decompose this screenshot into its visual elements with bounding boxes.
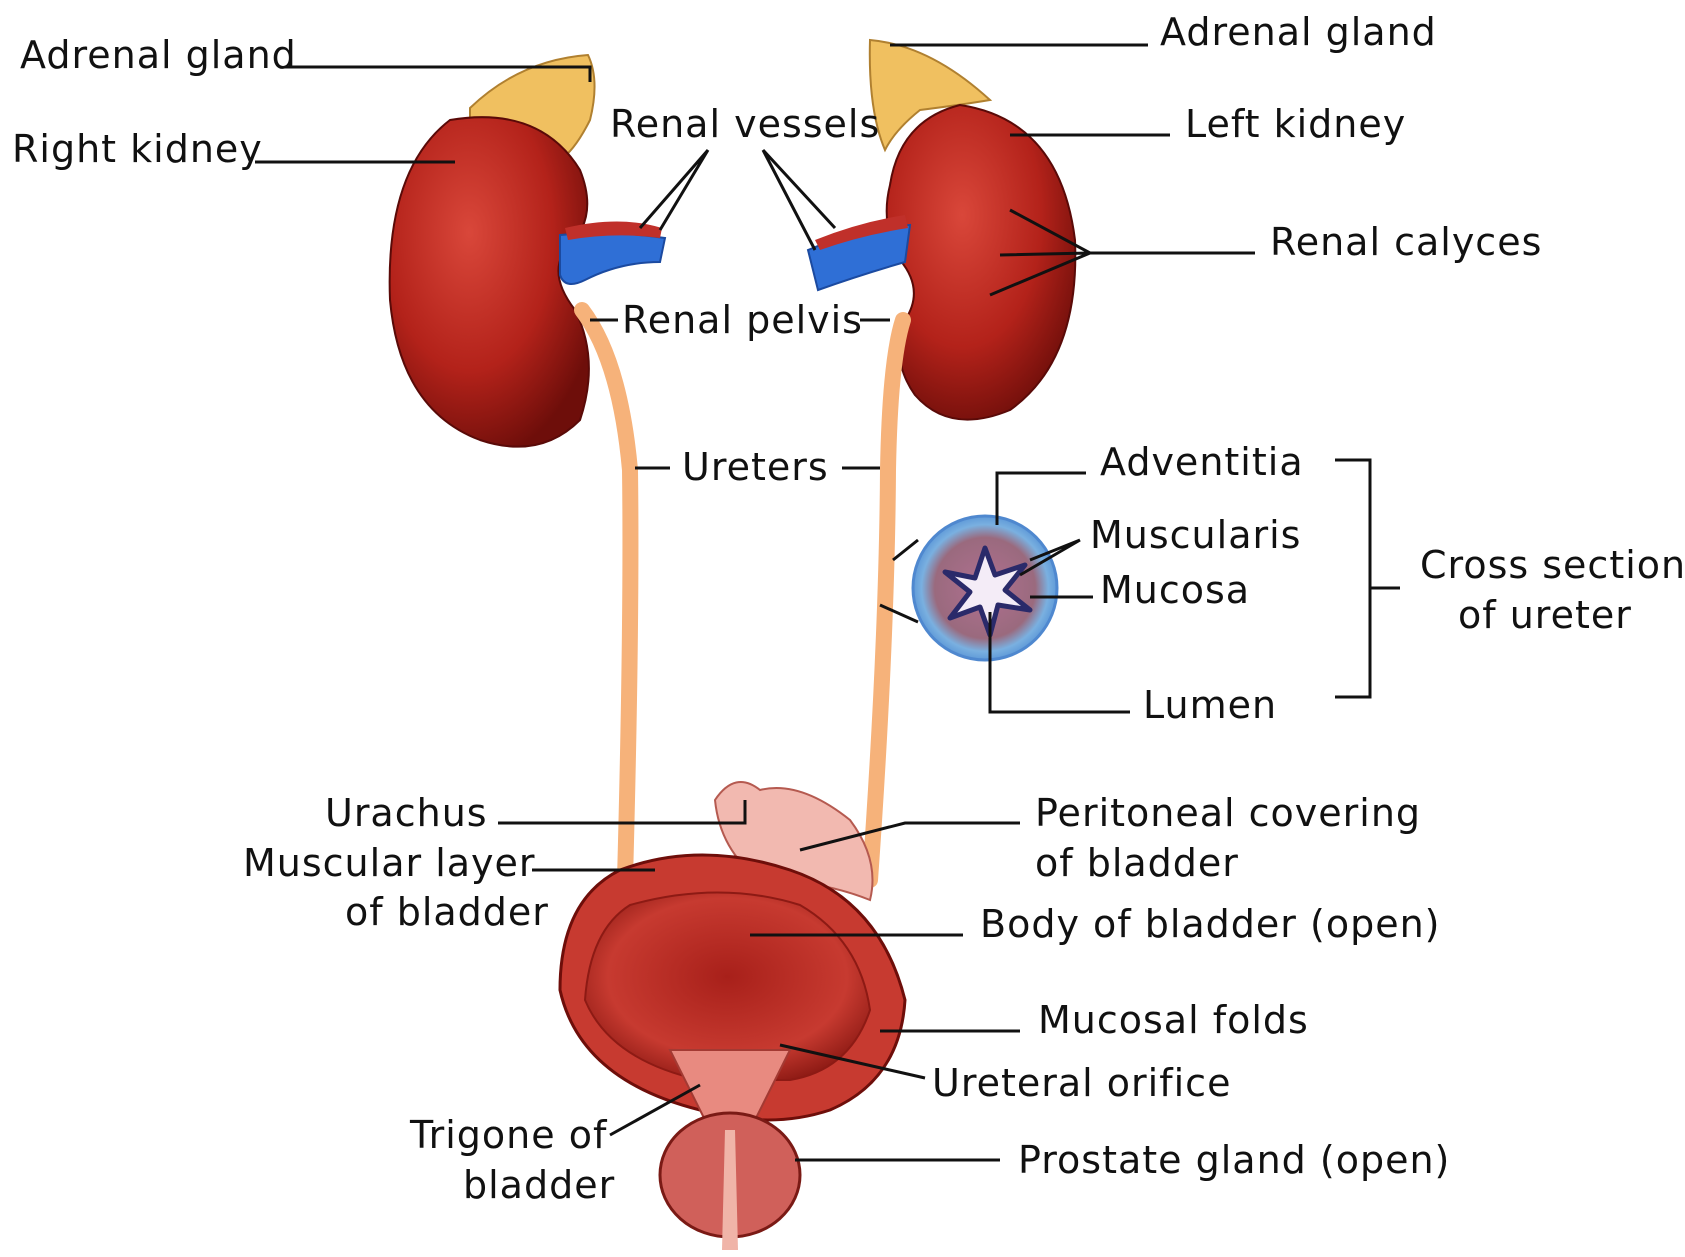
right-ureter xyxy=(582,310,630,880)
label-adrenal-gland-left: Adrenal gland xyxy=(1160,10,1437,54)
label-muscularis: Muscularis xyxy=(1090,513,1301,557)
label-urachus: Urachus xyxy=(325,791,488,835)
label-renal-calyces: Renal calyces xyxy=(1270,220,1542,264)
label-body-of-bladder: Body of bladder (open) xyxy=(980,902,1440,946)
label-prostate-gland: Prostate gland (open) xyxy=(1018,1138,1450,1182)
label-renal-vessels: Renal vessels xyxy=(610,102,880,146)
ureter-cross-section xyxy=(913,516,1057,660)
label-cross-section-line2: of ureter xyxy=(1458,593,1632,637)
label-mucosa: Mucosa xyxy=(1100,568,1250,612)
left-ureter xyxy=(870,320,903,880)
label-ureters: Ureters xyxy=(682,445,829,489)
label-trigone-line2: bladder xyxy=(463,1163,615,1207)
label-adrenal-gland-right: Adrenal gland xyxy=(20,33,297,77)
right-renal-vein xyxy=(560,233,665,284)
label-ureteral-orifice: Ureteral orifice xyxy=(932,1061,1231,1105)
label-mucosal-folds: Mucosal folds xyxy=(1038,998,1309,1042)
label-trigone-line1: Trigone of xyxy=(409,1113,608,1157)
label-muscular-layer-line2: of bladder xyxy=(345,890,549,934)
label-right-kidney: Right kidney xyxy=(12,127,263,171)
right-kidney xyxy=(390,117,589,446)
label-cross-section-line1: Cross section xyxy=(1420,543,1685,587)
label-renal-pelvis: Renal pelvis xyxy=(622,298,863,342)
label-muscular-layer-line1: Muscular layer xyxy=(243,841,536,885)
label-lumen: Lumen xyxy=(1143,683,1277,727)
left-kidney xyxy=(887,105,1076,420)
label-peritoneal-line1: Peritoneal covering xyxy=(1035,791,1421,835)
label-peritoneal-line2: of bladder xyxy=(1035,841,1239,885)
label-left-kidney: Left kidney xyxy=(1185,102,1406,146)
label-adventitia: Adventitia xyxy=(1100,440,1304,484)
